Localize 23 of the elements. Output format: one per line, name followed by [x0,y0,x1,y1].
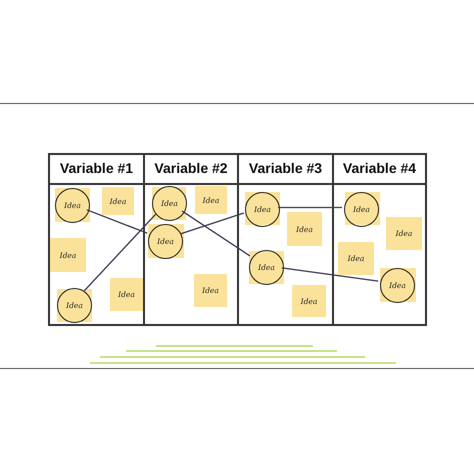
sticky-note [194,274,227,307]
connector-line [84,214,156,292]
column-header: Variable #4 [342,159,418,178]
sticky-note [292,285,326,317]
connector-line [282,267,378,282]
sticky-note [50,238,86,272]
sticky-note [386,217,422,250]
connector-line [86,209,148,234]
column-header: Variable #1 [58,159,134,178]
column-header: Variable #2 [153,159,229,178]
sticky-note [110,278,143,311]
connector-line [182,210,250,256]
connector-line [180,212,244,235]
table-column [237,153,334,326]
sticky-note [195,186,227,214]
connector-line [278,206,342,208]
table-column [143,153,239,326]
table-column [332,153,427,326]
sticky-note [102,187,134,215]
sticky-note [338,242,374,275]
sticky-note [287,212,322,246]
table-column [48,153,145,326]
column-header: Variable #3 [248,159,324,178]
